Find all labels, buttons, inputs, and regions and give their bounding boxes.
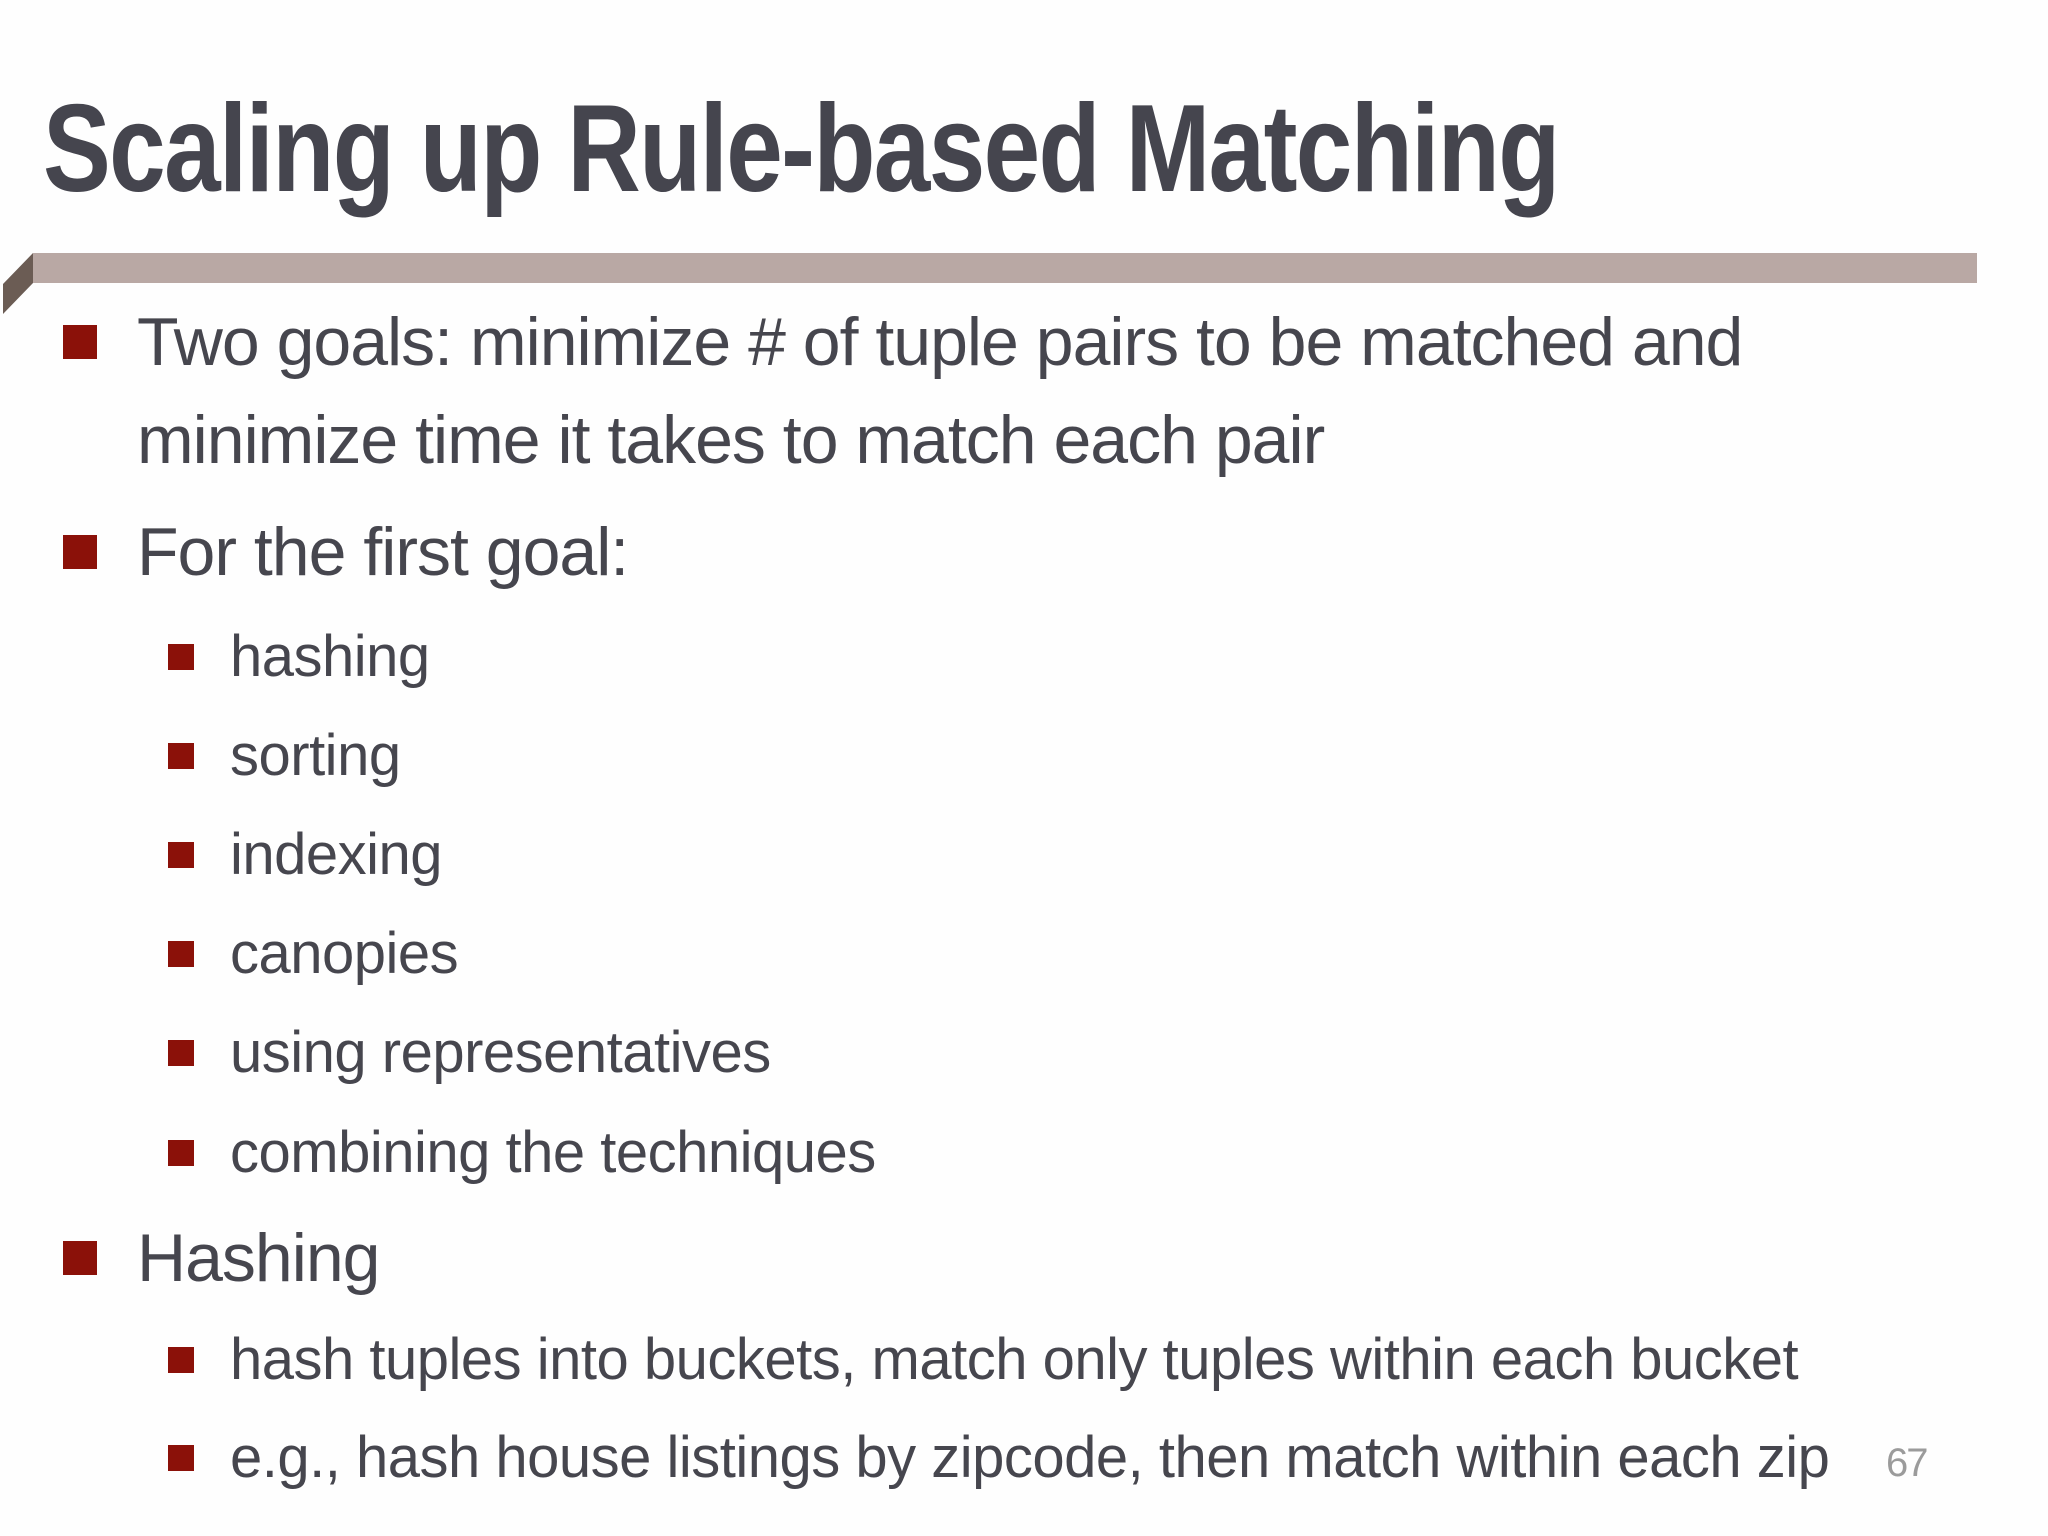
bullet-square-icon <box>168 941 194 967</box>
page-number: 67 <box>1886 1441 1928 1485</box>
bullet-square-icon <box>168 644 194 670</box>
bullet-item: Two goals: minimize # of tuple pairs to … <box>63 297 1743 387</box>
bullet-square-icon <box>168 1347 194 1373</box>
slide-title: Scaling up Rule-based Matching <box>43 80 1560 218</box>
title-divider-bar <box>33 253 1977 283</box>
bullet-text: indexing <box>230 822 443 887</box>
bullet-text: combining the techniques <box>230 1120 876 1185</box>
bullet-text: hash tuples into buckets, match only tup… <box>230 1327 1799 1392</box>
bullet-square-icon <box>168 1445 194 1471</box>
bullet-text: minimize time it takes to match each pai… <box>137 402 1325 478</box>
divider-left-cap <box>3 253 33 314</box>
bullet-square-icon <box>63 535 97 569</box>
sub-bullet-item: hash tuples into buckets, match only tup… <box>168 1320 1799 1400</box>
bullet-item: Hashing <box>63 1213 380 1303</box>
bullet-text: e.g., hash house listings by zipcode, th… <box>230 1425 1830 1490</box>
sub-bullet-item: using representatives <box>168 1013 771 1093</box>
bullet-square-icon <box>168 1040 194 1066</box>
sub-bullet-item: canopies <box>168 914 459 994</box>
sub-bullet-item: e.g., hash house listings by zipcode, th… <box>168 1418 1830 1498</box>
bullet-square-icon <box>168 842 194 868</box>
bullet-text: Two goals: minimize # of tuple pairs to … <box>137 304 1743 380</box>
bullet-text: hashing <box>230 624 430 689</box>
sub-bullet-item: indexing <box>168 815 443 895</box>
bullet-text: using representatives <box>230 1020 771 1085</box>
bullet-text: sorting <box>230 723 401 788</box>
sub-bullet-item: sorting <box>168 716 401 796</box>
bullet-square-icon <box>168 743 194 769</box>
bullet-text: Hashing <box>137 1220 380 1296</box>
bullet-square-icon <box>168 1140 194 1166</box>
bullet-item-continuation: minimize time it takes to match each pai… <box>137 395 1325 485</box>
sub-bullet-item: hashing <box>168 617 430 697</box>
bullet-square-icon <box>63 325 97 359</box>
bullet-text: canopies <box>230 921 459 986</box>
sub-bullet-item: combining the techniques <box>168 1113 876 1193</box>
bullet-text: For the first goal: <box>137 514 629 590</box>
bullet-item: For the first goal: <box>63 507 629 597</box>
bullet-square-icon <box>63 1241 97 1275</box>
